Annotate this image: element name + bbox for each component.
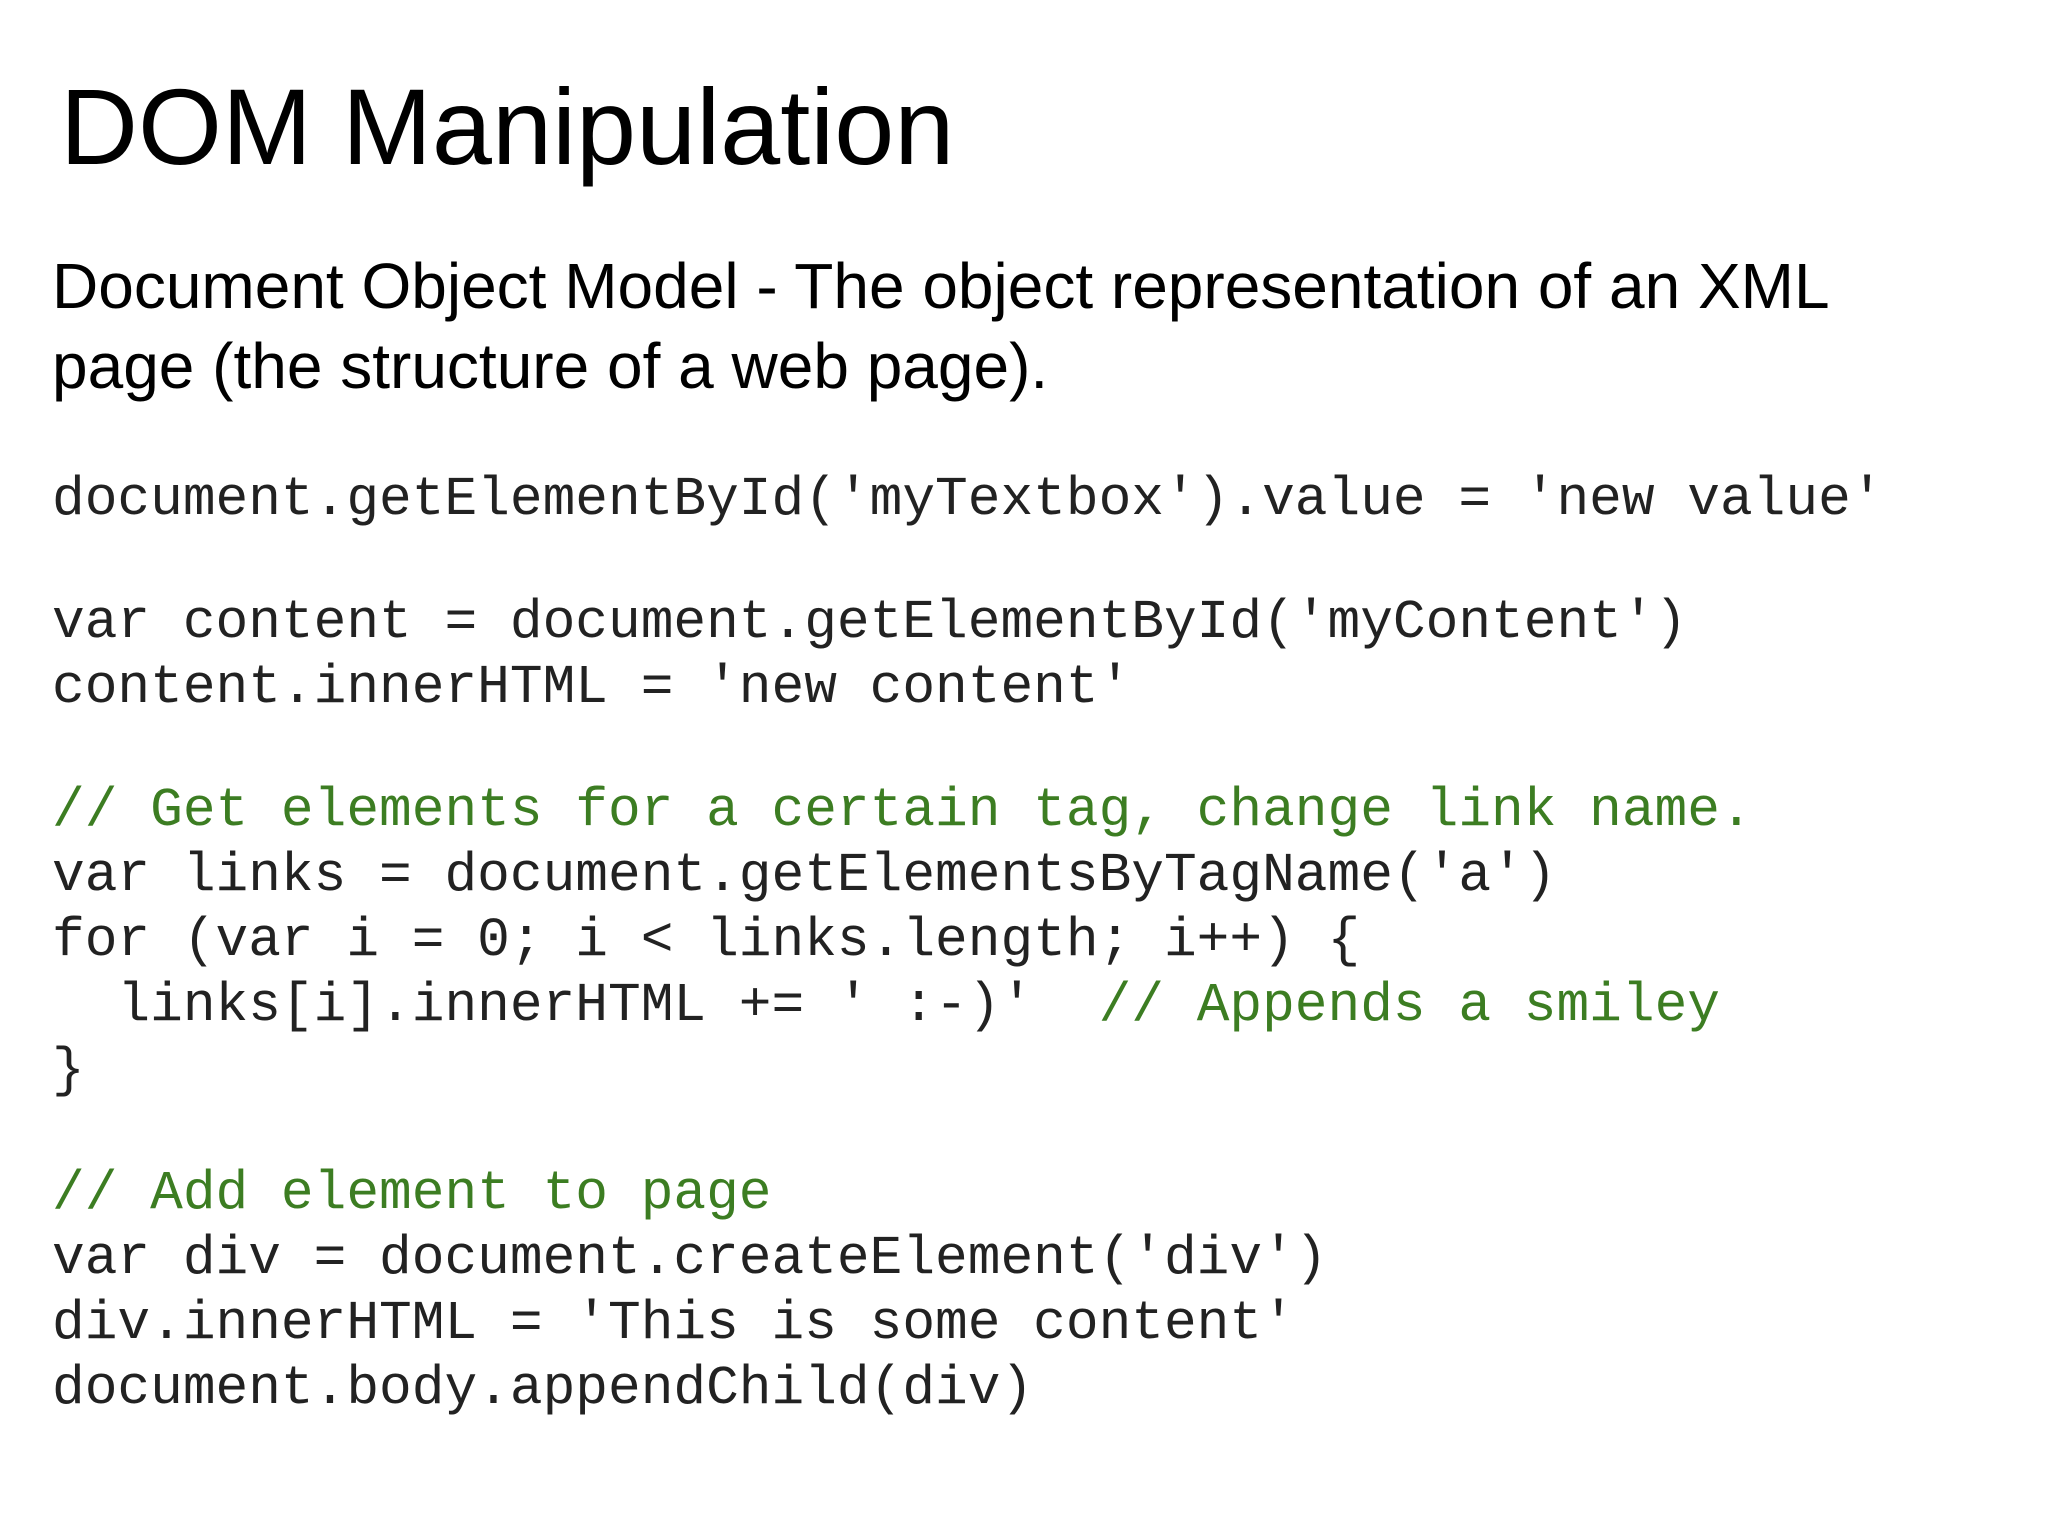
- code-line-closing-brace: }: [52, 1041, 85, 1102]
- code-line-for-loop: for (var i = 0; i < links.length; i++) {: [52, 911, 1361, 972]
- code-blank-line: [52, 1104, 2012, 1162]
- slide-title: DOM Manipulation: [60, 66, 955, 187]
- code-line-getelementbyid: document.getElementById('myTextbox').val…: [52, 470, 1884, 531]
- code-line-var-links: var links = document.getElementsByTagNam…: [52, 846, 1557, 907]
- code-blank-line: [52, 721, 2012, 779]
- code-line-create-div: var div = document.createElement('div'): [52, 1229, 1328, 1290]
- code-blank-line: [52, 533, 2012, 591]
- code-comment-smiley: // Appends a smiley: [1098, 976, 1720, 1037]
- code-comment-add-element: // Add element to page: [52, 1164, 772, 1225]
- subtitle-line-1: Document Object Model - The object repre…: [52, 250, 1830, 322]
- code-statement: links[i].innerHTML += ' :-)': [52, 976, 1099, 1037]
- subtitle-line-2: page (the structure of a web page).: [52, 330, 1049, 402]
- code-line-var-content: var content = document.getElementById('m…: [52, 593, 1688, 654]
- slide-subtitle: Document Object Model - The object repre…: [52, 246, 2012, 406]
- code-comment-get-elements: // Get elements for a certain tag, chang…: [52, 781, 1753, 842]
- code-line-append-child: document.body.appendChild(div): [52, 1359, 1034, 1420]
- code-block: document.getElementById('myTextbox').val…: [52, 468, 2012, 1422]
- code-line-append-smiley: links[i].innerHTML += ' :-)' // Appends …: [52, 974, 2012, 1039]
- code-line-div-innerhtml: div.innerHTML = 'This is some content': [52, 1294, 1295, 1355]
- code-line-content-innerhtml: content.innerHTML = 'new content': [52, 658, 1132, 719]
